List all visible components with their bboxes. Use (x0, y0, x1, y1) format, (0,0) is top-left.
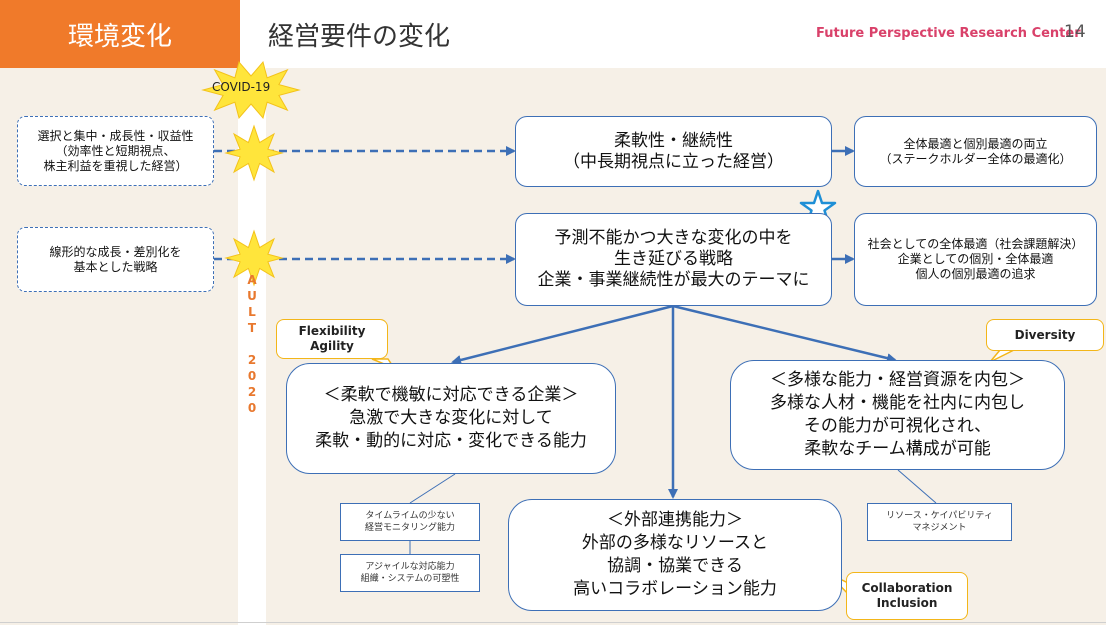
resource-management-note: リソース・ケイパビリティ マネジメント (867, 503, 1012, 541)
past-management-box: 選択と集中・成長性・収益性 （効率性と短期視点、 株主利益を重視した経営） (17, 116, 214, 186)
timeline-char: 2 (247, 385, 257, 399)
diverse-capabilities-text: ＜多様な能力・経営資源を内包＞ 多様な人材・機能を社内に内包し その能力が可視化… (770, 370, 1025, 459)
external-collaboration-box: ＜外部連携能力＞ 外部の多様なリソースと 協調・協業できる 高いコラボレーション… (508, 499, 842, 611)
timeline-char: T (247, 321, 257, 335)
survival-strategy-box: 予測不能かつ大きな変化の中を 生き延びる戦略 企業・事業継続性が最大のテーマに (515, 213, 832, 306)
branch-arrow-right (672, 304, 897, 363)
timeline-char: 0 (247, 401, 257, 415)
past-management-text: 選択と集中・成長性・収益性 （効率性と短期視点、 株主利益を重視した経営） (37, 128, 194, 173)
collaboration-callout-text: Collaboration Inclusion (861, 581, 953, 610)
timeline-char: 2 (247, 353, 257, 367)
survival-strategy-text: 予測不能かつ大きな変化の中を 生き延びる戦略 企業・事業継続性が最大のテーマに (537, 228, 810, 290)
diverse-capabilities-box: ＜多様な能力・経営資源を内包＞ 多様な人材・機能を社内に内包し その能力が可視化… (730, 360, 1065, 470)
monitoring-note-text: タイムライムの少ない 経営モニタリング能力 (364, 511, 455, 533)
resource-management-note-text: リソース・ケイパビリティ マネジメント (886, 511, 993, 533)
page-title: 経営要件の変化 (268, 22, 451, 52)
note-connector-flex (409, 473, 456, 504)
bottom-divider (0, 622, 1106, 623)
timeline-char: U (247, 289, 257, 303)
timeline-char: L (248, 305, 256, 319)
flexibility-callout-text: Flexibility Agility (298, 324, 366, 353)
agile-enterprise-box: ＜柔軟で機敏に対応できる企業＞ 急激で大きな変化に対して 柔軟・動的に対応・変化… (286, 363, 616, 474)
collaboration-callout: Collaboration Inclusion (846, 572, 968, 620)
diversity-callout-text: Diversity (1014, 327, 1076, 342)
timeline-char (243, 336, 261, 352)
covid-label: COVID-19 (212, 80, 271, 94)
organization-name: Future Perspective Research Center (816, 26, 1081, 41)
diversity-callout: Diversity (986, 319, 1104, 351)
burst-icon-middle (224, 229, 284, 287)
optimization-balance-text: 全体最適と個別最適の両立 （ステークホルダー全体の最適化） (879, 136, 1072, 166)
header: 環境変化 経営要件の変化 Future Perspective Research… (0, 0, 1106, 68)
social-optimization-text: 社会としての全体最適（社会課題解決） 企業としての個別・全体最適 個人の個別最適… (867, 237, 1084, 281)
timeline-char: 0 (247, 369, 257, 383)
timeline-label: A U L T 2 0 2 0 (243, 272, 261, 416)
covid-burst-icon (201, 60, 301, 120)
social-optimization-box: 社会としての全体最適（社会課題解決） 企業としての個別・全体最適 個人の個別最適… (854, 213, 1097, 306)
section-tag: 環境変化 (0, 0, 240, 68)
agile-enterprise-text: ＜柔軟で機敏に対応できる企業＞ 急激で大きな変化に対して 柔軟・動的に対応・変化… (315, 385, 587, 451)
burst-icon-top (224, 124, 284, 182)
note-connector-diverse (897, 469, 937, 504)
flexibility-callout: Flexibility Agility (276, 319, 388, 359)
branch-arrow-left (451, 304, 674, 365)
agility-note: アジャイルな対応能力 組織・システムの可塑性 (340, 554, 480, 592)
past-strategy-box: 線形的な成長・差別化を 基本とした戦略 (17, 227, 214, 292)
optimization-balance-box: 全体最適と個別最適の両立 （ステークホルダー全体の最適化） (854, 116, 1097, 187)
flexibility-continuity-text: 柔軟性・継続性 （中長期視点に立った経営） (563, 130, 784, 172)
timeline-char: A (247, 273, 257, 287)
page-number: 14 (1064, 22, 1086, 42)
past-strategy-text: 線形的な成長・差別化を 基本とした戦略 (49, 244, 182, 274)
agility-note-text: アジャイルな対応能力 組織・システムの可塑性 (360, 562, 460, 584)
external-collaboration-text: ＜外部連携能力＞ 外部の多様なリソースと 協調・協業できる 高いコラボレーション… (573, 510, 777, 599)
monitoring-note: タイムライムの少ない 経営モニタリング能力 (340, 503, 480, 541)
flexibility-continuity-box: 柔軟性・継続性 （中長期視点に立った経営） (515, 116, 832, 187)
